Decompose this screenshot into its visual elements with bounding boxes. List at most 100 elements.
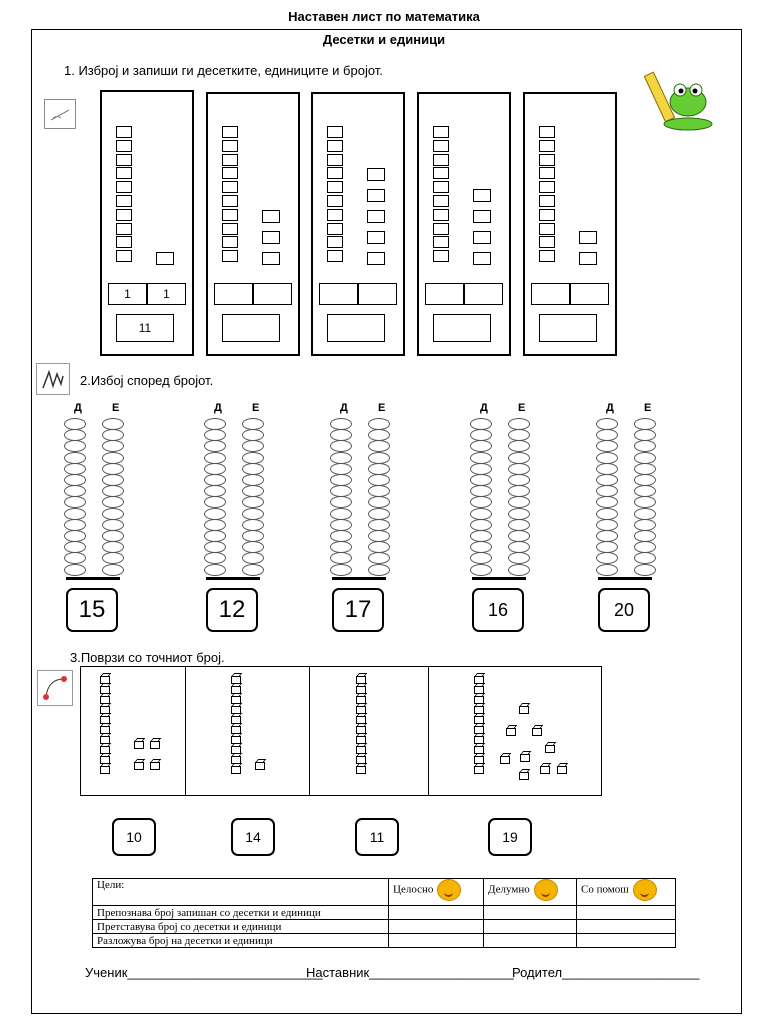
tens-bead[interactable]: [470, 474, 492, 486]
tens-bead[interactable]: [64, 507, 86, 520]
ones-input-box[interactable]: [253, 283, 292, 305]
ones-bead[interactable]: [102, 418, 124, 430]
ones-bead[interactable]: [102, 462, 124, 475]
goal-check-cell[interactable]: [576, 905, 676, 920]
ones-bead[interactable]: [242, 451, 264, 464]
ones-bead[interactable]: [102, 530, 124, 542]
tens-bead[interactable]: [330, 451, 352, 464]
ones-bead[interactable]: [102, 474, 124, 486]
tens-bead[interactable]: [64, 418, 86, 430]
answer-number[interactable]: 19: [488, 818, 532, 856]
tens-bead[interactable]: [330, 518, 352, 531]
goal-check-cell[interactable]: [388, 905, 484, 920]
goal-check-cell[interactable]: [576, 933, 676, 948]
tens-bead[interactable]: [330, 474, 352, 486]
tens-bead[interactable]: [64, 563, 86, 576]
tens-bead[interactable]: [64, 462, 86, 475]
tens-bead[interactable]: [64, 474, 86, 486]
answer-number[interactable]: 14: [231, 818, 275, 856]
tens-bead[interactable]: [596, 507, 618, 520]
tens-bead[interactable]: [330, 418, 352, 430]
ones-bead[interactable]: [368, 563, 390, 576]
ones-bead[interactable]: [508, 418, 530, 430]
number-input-box[interactable]: [222, 314, 280, 342]
ones-bead[interactable]: [508, 474, 530, 486]
tens-bead[interactable]: [64, 518, 86, 531]
goal-check-cell[interactable]: [388, 919, 484, 934]
ones-bead[interactable]: [634, 563, 656, 576]
ones-bead[interactable]: [368, 507, 390, 520]
ones-bead[interactable]: [242, 518, 264, 531]
ones-bead[interactable]: [242, 462, 264, 475]
ones-bead[interactable]: [242, 530, 264, 542]
ones-bead[interactable]: [508, 530, 530, 542]
number-input-box[interactable]: 11: [116, 314, 174, 342]
ones-bead[interactable]: [634, 518, 656, 531]
tens-bead[interactable]: [596, 418, 618, 430]
teacher-signature-line[interactable]: Наставник____________________: [306, 965, 514, 980]
ones-bead[interactable]: [368, 418, 390, 430]
ones-bead[interactable]: [242, 507, 264, 520]
goal-check-cell[interactable]: [388, 933, 484, 948]
tens-bead[interactable]: [204, 418, 226, 430]
ones-bead[interactable]: [368, 451, 390, 464]
ones-bead[interactable]: [508, 451, 530, 464]
ones-input-box[interactable]: [358, 283, 397, 305]
ones-bead[interactable]: [368, 518, 390, 531]
tens-bead[interactable]: [64, 530, 86, 542]
parent-signature-line[interactable]: Родител___________________: [512, 965, 700, 980]
tens-bead[interactable]: [470, 418, 492, 430]
ones-bead[interactable]: [368, 530, 390, 542]
tens-input-box[interactable]: [319, 283, 358, 305]
ones-bead[interactable]: [508, 507, 530, 520]
goal-check-cell[interactable]: [483, 905, 577, 920]
ones-bead[interactable]: [634, 451, 656, 464]
ones-bead[interactable]: [242, 418, 264, 430]
tens-bead[interactable]: [470, 530, 492, 542]
goal-check-cell[interactable]: [576, 919, 676, 934]
number-input-box[interactable]: [327, 314, 385, 342]
tens-bead[interactable]: [204, 451, 226, 464]
tens-bead[interactable]: [204, 530, 226, 542]
ones-input-box[interactable]: 1: [147, 283, 186, 305]
tens-input-box[interactable]: [214, 283, 253, 305]
tens-input-box[interactable]: [531, 283, 570, 305]
ones-bead[interactable]: [634, 418, 656, 430]
tens-bead[interactable]: [204, 507, 226, 520]
tens-bead[interactable]: [470, 451, 492, 464]
student-signature-line[interactable]: Ученик___________________________: [85, 965, 323, 980]
ones-input-box[interactable]: [570, 283, 609, 305]
ones-bead[interactable]: [242, 563, 264, 576]
tens-bead[interactable]: [64, 451, 86, 464]
tens-bead[interactable]: [204, 462, 226, 475]
tens-bead[interactable]: [204, 518, 226, 531]
ones-bead[interactable]: [508, 563, 530, 576]
ones-bead[interactable]: [634, 474, 656, 486]
tens-bead[interactable]: [470, 518, 492, 531]
tens-bead[interactable]: [330, 462, 352, 475]
tens-input-box[interactable]: 1: [108, 283, 147, 305]
tens-bead[interactable]: [470, 462, 492, 475]
ones-bead[interactable]: [102, 451, 124, 464]
tens-bead[interactable]: [596, 474, 618, 486]
ones-bead[interactable]: [102, 518, 124, 531]
tens-bead[interactable]: [330, 507, 352, 520]
number-input-box[interactable]: [539, 314, 597, 342]
ones-bead[interactable]: [508, 518, 530, 531]
ones-bead[interactable]: [508, 462, 530, 475]
goal-check-cell[interactable]: [483, 919, 577, 934]
tens-bead[interactable]: [204, 474, 226, 486]
tens-bead[interactable]: [596, 462, 618, 475]
tens-bead[interactable]: [596, 530, 618, 542]
answer-number[interactable]: 10: [112, 818, 156, 856]
tens-bead[interactable]: [596, 563, 618, 576]
tens-bead[interactable]: [470, 563, 492, 576]
ones-input-box[interactable]: [464, 283, 503, 305]
goal-check-cell[interactable]: [483, 933, 577, 948]
ones-bead[interactable]: [368, 462, 390, 475]
tens-bead[interactable]: [596, 518, 618, 531]
ones-bead[interactable]: [634, 462, 656, 475]
tens-bead[interactable]: [330, 563, 352, 576]
answer-number[interactable]: 11: [355, 818, 399, 856]
ones-bead[interactable]: [242, 474, 264, 486]
